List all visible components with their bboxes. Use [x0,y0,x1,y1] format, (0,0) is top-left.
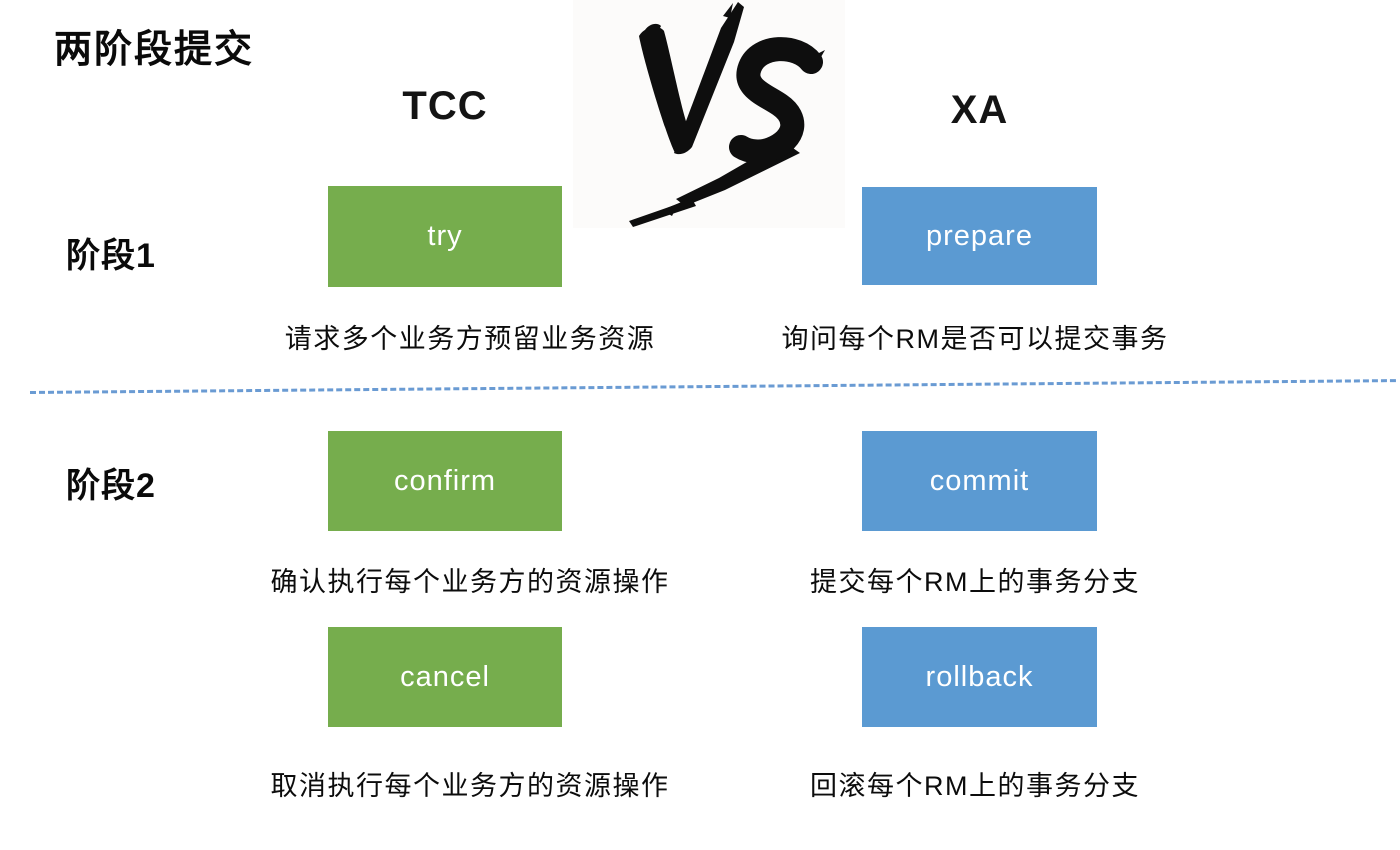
column-header-xa: XA [950,88,1009,132]
xa-commit-caption: 提交每个RM上的事务分支 [810,567,1140,597]
tcc-confirm-box: confirm [328,431,562,531]
tcc-cancel-caption: 取消执行每个业务方的资源操作 [270,771,670,801]
xa-prepare-box: prepare [862,187,1097,285]
column-header-tcc: TCC [402,84,488,128]
xa-rollback-caption: 回滚每个RM上的事务分支 [810,771,1140,801]
xa-commit-box: commit [862,431,1097,531]
xa-rollback-box: rollback [862,627,1097,727]
page-title: 两阶段提交 [54,29,255,71]
tcc-try-caption: 请求多个业务方预留业务资源 [284,324,656,354]
phase-1-label: 阶段1 [66,237,156,275]
vs-brush-image [573,0,845,228]
xa-prepare-caption: 询问每个RM是否可以提交事务 [781,324,1169,354]
tcc-cancel-box: cancel [328,627,562,727]
phase-2-label: 阶段2 [66,467,156,505]
tcc-confirm-caption: 确认执行每个业务方的资源操作 [270,567,670,597]
vs-icon [629,2,825,227]
phase-divider-dashed-line [29,379,1396,394]
tcc-try-box: try [328,186,562,287]
